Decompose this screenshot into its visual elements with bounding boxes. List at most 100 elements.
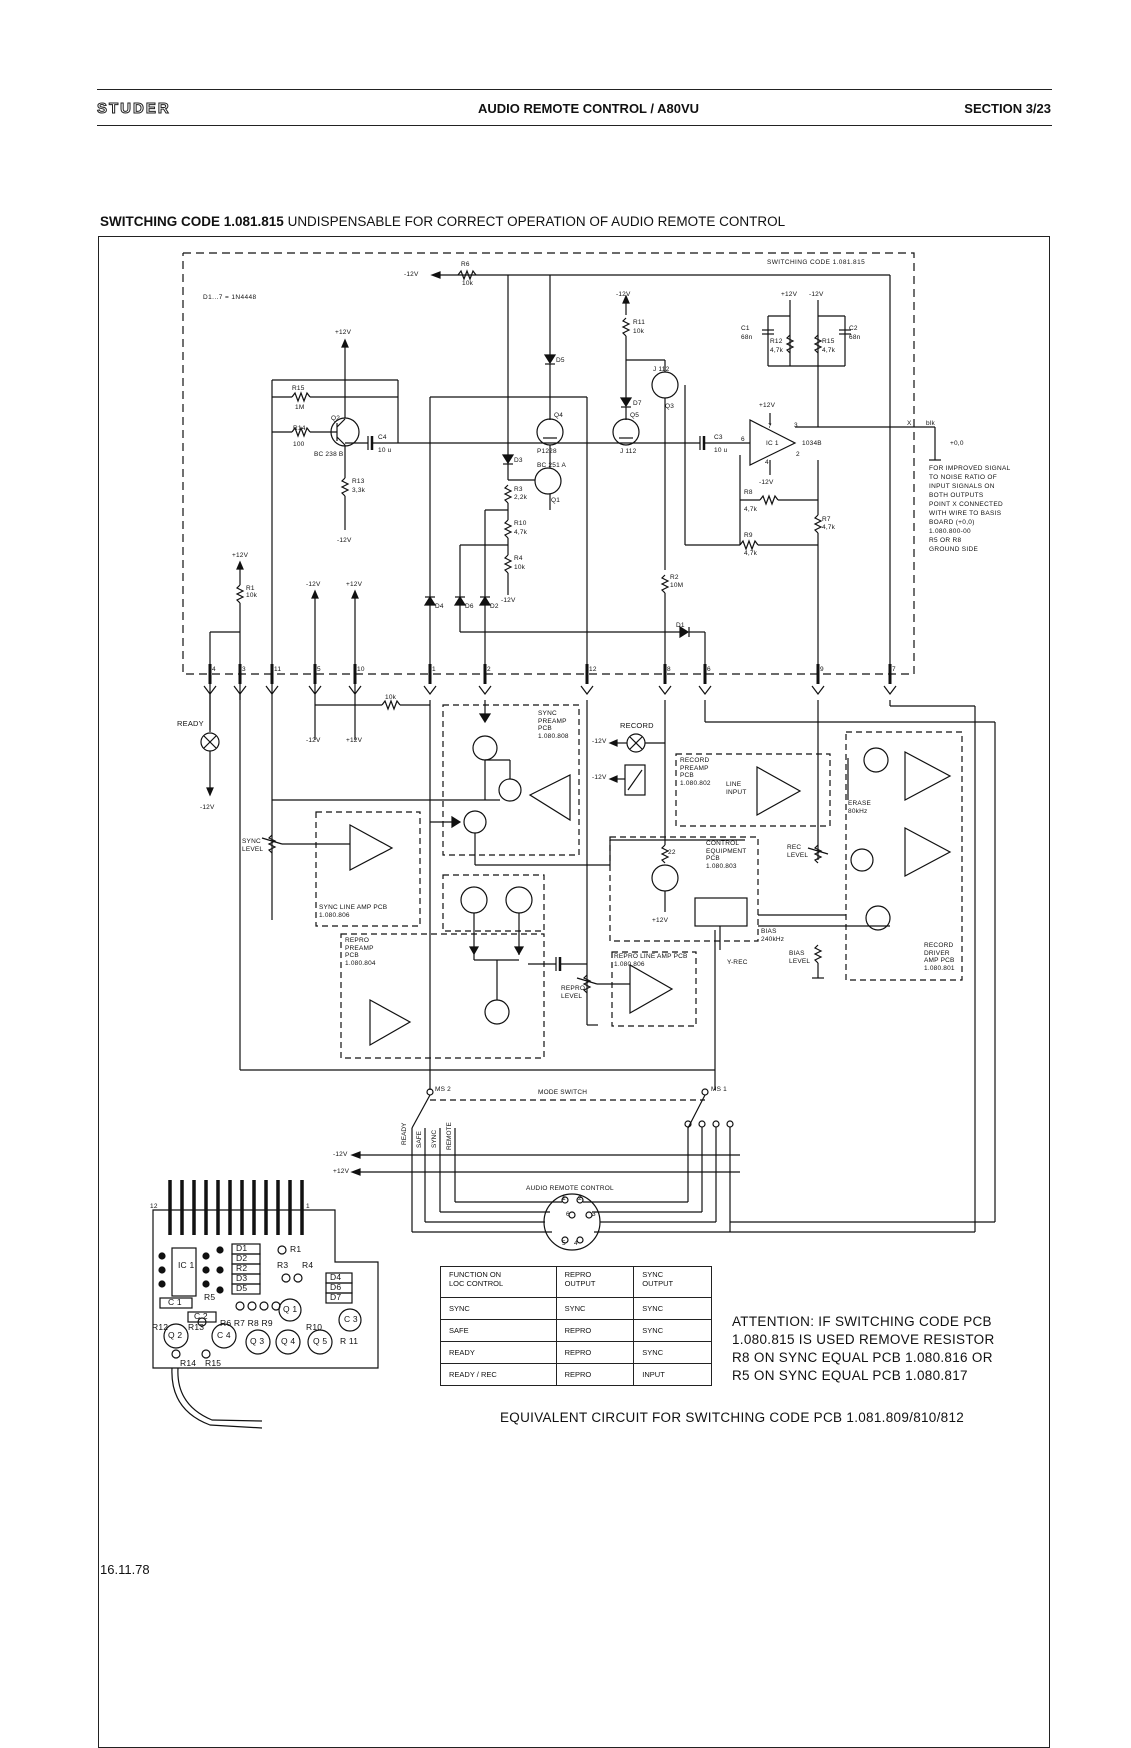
side-note-line: WITH WIRE TO BASIS xyxy=(929,510,1002,517)
table-cell: INPUT xyxy=(633,1363,712,1386)
label-pcb-q5: Q 5 xyxy=(313,1336,328,1346)
label-pin-11: 11 xyxy=(274,666,282,673)
label-p12-r1: +12V xyxy=(232,552,249,559)
label-r12v: 4,7k xyxy=(770,347,784,354)
q3-fet xyxy=(651,371,679,399)
control-transistor xyxy=(651,864,679,892)
table-cell: SYNC xyxy=(633,1341,712,1364)
label-pin-6: 6 xyxy=(707,666,711,673)
connector-arrows xyxy=(203,685,897,700)
label-p12-ctrl: +12V xyxy=(652,917,669,924)
label-d2: D2 xyxy=(490,603,499,610)
document-title: AUDIO REMOTE CONTROL / A80VU xyxy=(478,101,700,116)
label-d3: D3 xyxy=(514,457,523,464)
label-m12-ext: -12V xyxy=(306,737,321,744)
label-r10v: 4,7k xyxy=(514,529,528,536)
edge-connector-pins xyxy=(208,664,892,684)
schematic-diagram xyxy=(152,252,996,1429)
label-erase: ERASE 80kHz xyxy=(848,800,872,815)
label-m12-rec: -12V xyxy=(592,738,607,745)
attention-line: ATTENTION: IF SWITCHING CODE PCB xyxy=(732,1314,992,1329)
label-d6: D6 xyxy=(465,603,474,610)
label-c3: C3 xyxy=(714,434,723,441)
label-q1: Q1 xyxy=(551,497,561,504)
label-control-eq: CONTROL EQUIPMENT PCB 1.080.803 xyxy=(706,840,747,870)
table-header-cell: REPRO OUTPUT xyxy=(555,1266,635,1298)
label-m12-c5: -12V xyxy=(306,581,321,588)
label-pcb-c3: C 3 xyxy=(344,1314,358,1324)
label-pin-10: 10 xyxy=(357,666,365,673)
label-r11: R11 xyxy=(633,319,646,326)
section-number: SECTION 3/23 xyxy=(964,101,1051,116)
label-pcb-row: R6 R7 R8 R9 xyxy=(220,1318,273,1328)
label-r11v: 10k xyxy=(633,328,645,335)
table-cell: SYNC xyxy=(440,1297,557,1320)
relay-coil xyxy=(624,764,646,796)
label-pcb1: 1 xyxy=(306,1203,310,1210)
label-pcb-d6: D6 xyxy=(330,1282,342,1292)
caption-bold: SWITCHING CODE 1.081.815 xyxy=(100,214,284,229)
label-q3: Q3 xyxy=(665,403,675,410)
label-pin-4: 4 xyxy=(212,666,216,673)
label-r1: R1 xyxy=(246,585,255,592)
label-din1: 1 xyxy=(562,1195,566,1202)
header-rule-top xyxy=(97,89,1052,90)
ic1-opamp xyxy=(749,419,797,466)
side-note-line: POINT X CONNECTED xyxy=(929,501,1003,508)
control-equipment-box xyxy=(609,836,759,942)
label-pin-7b: 7 xyxy=(892,666,896,673)
studer-logo: STUDER xyxy=(97,100,171,118)
q5-fet xyxy=(612,418,640,446)
label-din4: 4 xyxy=(574,1240,578,1247)
label-c3v: 10 u xyxy=(714,447,728,454)
label-p12-q2: +12V xyxy=(335,329,352,336)
label-sync-preamp: SYNC PREAMP PCB 1.080.808 xyxy=(538,710,569,740)
side-note-line: FOR IMPROVED SIGNAL xyxy=(929,465,1011,472)
label-pcb-d7: D7 xyxy=(330,1292,342,1302)
label-repro-preamp: REPRO PREAMP PCB 1.080.804 xyxy=(345,937,376,967)
label-r22: 22 xyxy=(668,849,676,856)
label-diode-note: D1...7 = 1N4448 xyxy=(203,294,257,301)
repro-preamp-box xyxy=(340,933,545,1059)
label-r1v: 10k xyxy=(246,592,258,599)
side-note-line: INPUT SIGNALS ON xyxy=(929,483,995,490)
label-r6v: 10k xyxy=(462,280,474,287)
label-m12-r11: -12V xyxy=(616,291,631,298)
label-ready: READY xyxy=(177,719,204,728)
label-pcb-r3: R3 xyxy=(277,1260,289,1270)
label-d7: D7 xyxy=(633,400,642,407)
label-q2: Q2 xyxy=(331,415,341,422)
label-y-rec: Y-REC xyxy=(727,959,748,966)
label-pin-1: 1 xyxy=(432,666,436,673)
label-pcb-q3: Q 3 xyxy=(250,1336,265,1346)
label-p1228: P1228 xyxy=(537,448,557,455)
label-pcb-d5: D5 xyxy=(236,1283,248,1293)
sync-line-amp-box xyxy=(315,811,421,927)
label-pcb-d1: D1 xyxy=(236,1243,248,1253)
label-q5: Q5 xyxy=(630,412,640,419)
label-m12-ready: -12V xyxy=(200,804,215,811)
repro-line-amp-box xyxy=(611,951,697,1027)
label-r10k-ext: 10k xyxy=(385,694,397,701)
label-pcb-c2: C 2 xyxy=(194,1311,208,1321)
attention-line: R5 ON SYNC EQUAL PCB 1.080.817 xyxy=(732,1368,968,1383)
label-rec-level: REC LEVEL xyxy=(787,844,809,859)
label-pcb12: 12 xyxy=(150,1203,158,1210)
label-bias: BIAS 240kHz xyxy=(761,928,785,943)
label-pin2: 2 xyxy=(796,451,800,458)
label-x: X xyxy=(907,420,912,427)
table-cell: REPRO xyxy=(555,1341,635,1364)
record-driver-box xyxy=(845,731,963,981)
label-r15b: R15 xyxy=(822,338,835,345)
label-r15a: R15 xyxy=(292,385,305,392)
label-pcb-r15: R15 xyxy=(205,1358,222,1368)
label-repro-level: REPRO LEVEL xyxy=(561,985,586,1000)
label-m12-ic: -12V xyxy=(809,291,824,298)
label-pin-8: 8 xyxy=(667,666,671,673)
function-table: FUNCTION ON LOC CONTROL REPRO OUTPUT SYN… xyxy=(440,1266,712,1386)
table-cell: SAFE xyxy=(440,1319,557,1342)
label-pcb-r14: R14 xyxy=(180,1358,197,1368)
label-pin-12: 12 xyxy=(589,666,597,673)
label-r13: R13 xyxy=(352,478,365,485)
label-bias-level: BIAS LEVEL xyxy=(789,950,811,965)
